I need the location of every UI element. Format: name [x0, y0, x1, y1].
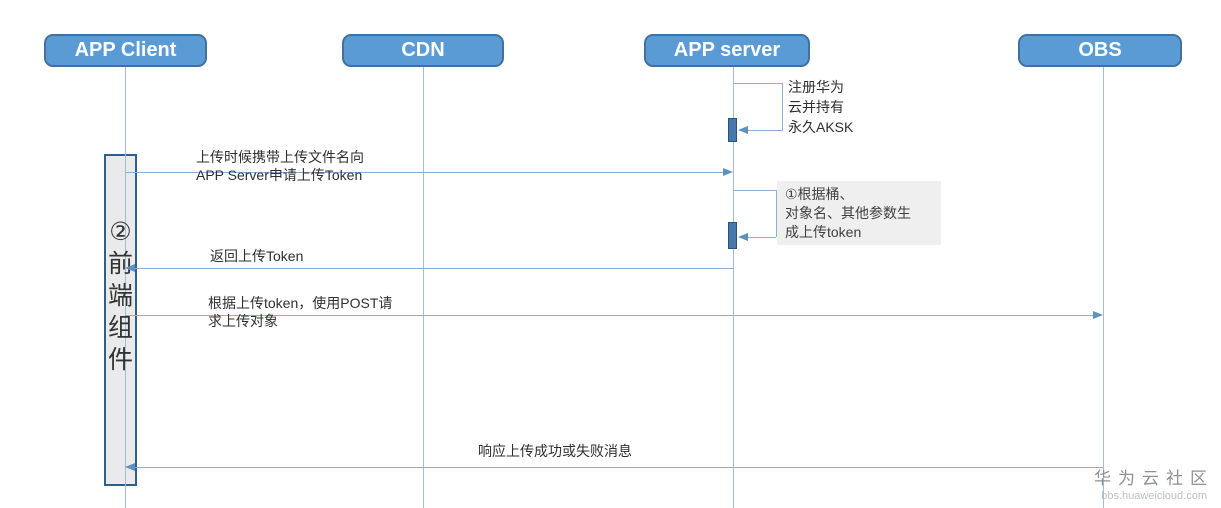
- message-return-token-line: [135, 268, 733, 269]
- self-message-register-arrowhead-icon: [738, 126, 748, 134]
- self-message-register-top-line: [733, 83, 782, 84]
- message-request-token-line: [125, 172, 725, 173]
- actor-cdn-label: CDN: [401, 39, 445, 61]
- actor-obs-label: OBS: [1078, 39, 1122, 61]
- self-message-register-side-line: [782, 83, 783, 131]
- group-char: 组: [107, 314, 133, 342]
- message-return-token-arrowhead-icon: [125, 264, 135, 272]
- message-post-upload-arrowhead-icon: [1093, 311, 1103, 319]
- self-message-generate-side-line: [776, 190, 777, 237]
- lifeline-cdn: [423, 67, 424, 508]
- actor-app-client-label: APP Client: [74, 39, 177, 61]
- group-char: 端: [107, 282, 133, 310]
- message-request-token-arrowhead-icon: [723, 168, 733, 176]
- self-message-generate-return-line: [748, 237, 776, 238]
- actor-app-server-label: APP server: [673, 39, 781, 61]
- self-message-register-return-line: [748, 130, 782, 131]
- group-char: 件: [107, 346, 133, 374]
- lifeline-app-server: [733, 67, 734, 508]
- note-generate-token: ①根据桶、 对象名、其他参数生 成上传token: [777, 181, 941, 245]
- message-post-upload-label: 根据上传token，使用POST请 求上传对象: [208, 295, 393, 329]
- message-request-token-label: 上传时候携带上传文件名向 APP Server申请上传Token: [196, 149, 364, 183]
- activation-bar-generate: [728, 222, 737, 249]
- lifeline-app-client: [125, 67, 126, 508]
- activation-bar-register: [728, 118, 737, 142]
- message-response-line: [135, 467, 1103, 468]
- message-post-upload-line: [125, 315, 1095, 316]
- actor-cdn: CDN: [342, 34, 504, 67]
- group-char-number: ②: [109, 218, 132, 246]
- frontend-component-group-label: ② 前 端 组 件: [104, 220, 137, 373]
- message-response-arrowhead-icon: [125, 463, 135, 471]
- watermark: 华为云社区 bbs.huaweicloud.com: [1094, 464, 1207, 502]
- actor-app-client: APP Client: [44, 34, 207, 67]
- watermark-title: 华为云社区: [1094, 469, 1214, 488]
- self-message-generate-arrowhead-icon: [738, 233, 748, 241]
- actor-obs: OBS: [1018, 34, 1182, 67]
- message-response-label: 响应上传成功或失败消息: [478, 443, 632, 459]
- lifeline-obs: [1103, 67, 1104, 508]
- self-message-register-label: 注册华为 云并持有 永久AKSK: [788, 79, 854, 135]
- watermark-url: bbs.huaweicloud.com: [1101, 490, 1207, 502]
- frontend-component-group-box: [104, 154, 137, 486]
- self-message-generate-top-line: [733, 190, 776, 191]
- actor-app-server: APP server: [644, 34, 810, 67]
- message-return-token-label: 返回上传Token: [210, 248, 304, 264]
